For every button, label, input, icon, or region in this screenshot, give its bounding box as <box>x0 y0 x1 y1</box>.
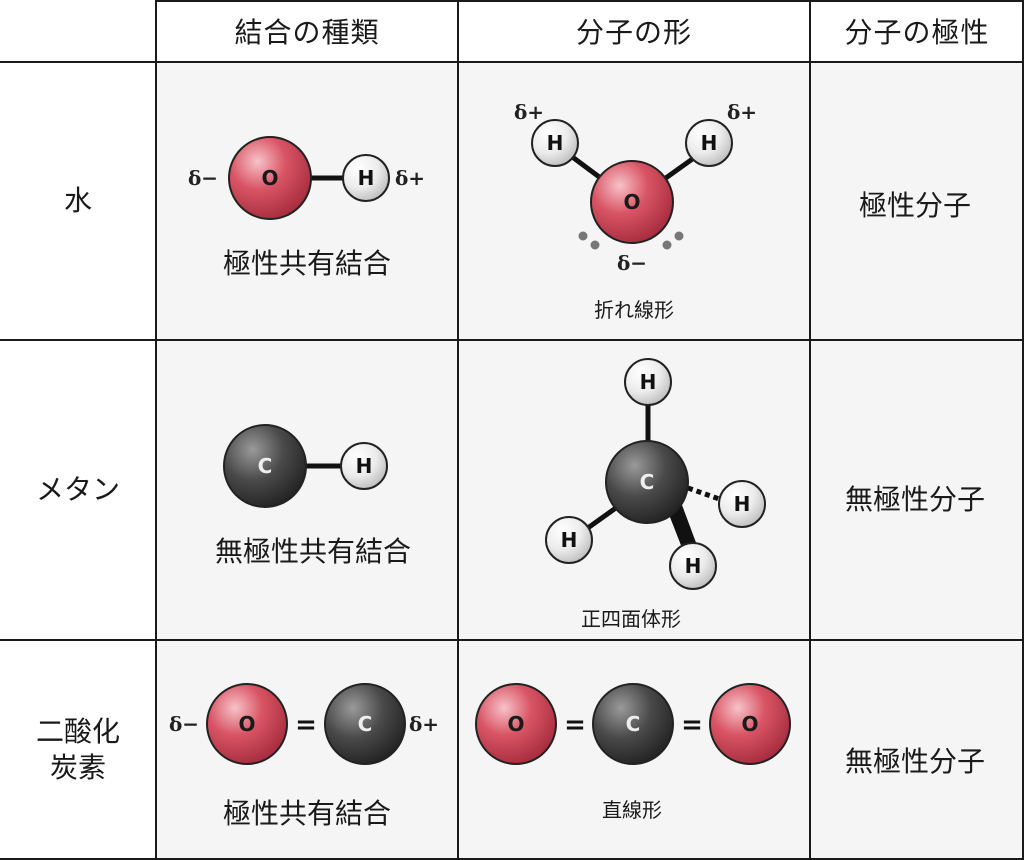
hydrogen-atom <box>685 119 733 167</box>
carbon-atom <box>324 683 406 765</box>
atom-label-o: O <box>623 190 640 214</box>
bond-label-methane: 無極性共有結合 <box>214 535 412 568</box>
polarity-label-methane: 無極性分子 <box>844 483 986 516</box>
oxygen-atom <box>206 683 288 765</box>
lone-pair-dot <box>578 231 588 241</box>
delta-minus-label: δ− <box>169 712 199 736</box>
atom-label-o: O <box>261 166 278 190</box>
delta-minus-label: δ− <box>617 251 647 275</box>
atom-label-c: C <box>640 470 655 494</box>
lone-pair-dot <box>662 240 672 250</box>
atom-label-h: H <box>640 370 657 394</box>
water-bond-diagram: O H δ− δ+ <box>188 136 425 220</box>
row-label-co2-line2: 炭素 <box>49 751 106 784</box>
row-label-co2-line1: 二酸化 <box>35 715 120 748</box>
delta-plus-label: δ+ <box>514 100 544 124</box>
row-label-water: 水 <box>0 62 156 340</box>
wedge-bond <box>668 505 698 553</box>
atom-label-h: H <box>358 166 375 190</box>
atom-label-o: O <box>741 712 758 736</box>
carbon-atom <box>592 683 674 765</box>
hydrogen-atom <box>342 154 390 202</box>
co2-shape-diagram: O = C = O <box>475 683 791 765</box>
header-molecular-polarity: 分子の極性 <box>844 16 990 49</box>
row-label-co2: 二酸化 炭素 <box>0 640 156 860</box>
delta-minus-label: δ− <box>188 166 218 190</box>
atom-label-h: H <box>547 131 564 155</box>
water-shape-diagram: O H H δ+ δ+ δ− <box>514 100 757 275</box>
cell-bg-co2 <box>156 640 1024 860</box>
delta-plus-label: δ+ <box>409 712 439 736</box>
bond-label-co2: 極性共有結合 <box>222 797 392 830</box>
methane-shape-diagram: C H H H H <box>545 358 766 590</box>
polarity-label-co2: 無極性分子 <box>844 745 986 778</box>
oxygen-atom <box>590 160 674 244</box>
double-bond-sign: = <box>295 710 317 740</box>
double-bond-sign: = <box>681 710 703 740</box>
carbon-atom <box>223 424 307 508</box>
atom-label-c: C <box>258 454 273 478</box>
bond-label-water: 極性共有結合 <box>222 247 392 280</box>
row-label-methane-text: メタン <box>35 473 120 506</box>
hydrogen-atom <box>718 480 766 528</box>
oxygen-atom <box>709 683 791 765</box>
hydrogen-atom <box>545 516 593 564</box>
double-bond-sign: = <box>564 710 586 740</box>
shape-label-co2: 直線形 <box>602 798 662 822</box>
oxygen-atom <box>228 136 312 220</box>
co2-bond-diagram: O = C δ− δ+ <box>169 683 439 765</box>
delta-plus-label: δ+ <box>395 166 425 190</box>
dashed-bond <box>687 485 723 503</box>
hydrogen-atom <box>669 542 717 590</box>
atom-label-o: O <box>238 712 255 736</box>
methane-bond-diagram: C H <box>223 424 388 508</box>
hydrogen-atom <box>531 119 579 167</box>
atom-label-h: H <box>734 492 751 516</box>
hydrogen-atom <box>340 442 388 490</box>
shape-label-methane: 正四面体形 <box>581 607 681 631</box>
row-label-water-text: 水 <box>63 184 92 217</box>
atom-label-o: O <box>507 712 524 736</box>
oxygen-atom <box>475 683 557 765</box>
hydrogen-atom <box>624 358 672 406</box>
carbon-atom <box>605 440 689 524</box>
header-molecular-shape: 分子の形 <box>575 16 692 49</box>
delta-plus-label: δ+ <box>727 100 757 124</box>
cell-bg-methane <box>156 340 1024 640</box>
atom-label-h: H <box>701 131 718 155</box>
lone-pair-dot <box>590 240 600 250</box>
bond-line <box>582 502 623 533</box>
polarity-label-water: 極性分子 <box>858 189 972 222</box>
atom-label-c: C <box>626 712 641 736</box>
row-label-methane: メタン <box>0 340 156 640</box>
atom-label-h: H <box>685 554 702 578</box>
lone-pair-dot <box>674 231 684 241</box>
atom-label-h: H <box>356 454 373 478</box>
shape-label-water: 折れ線形 <box>594 298 674 322</box>
header-bond-type: 結合の種類 <box>234 16 380 49</box>
atom-label-h: H <box>561 528 578 552</box>
atom-label-c: C <box>358 712 373 736</box>
